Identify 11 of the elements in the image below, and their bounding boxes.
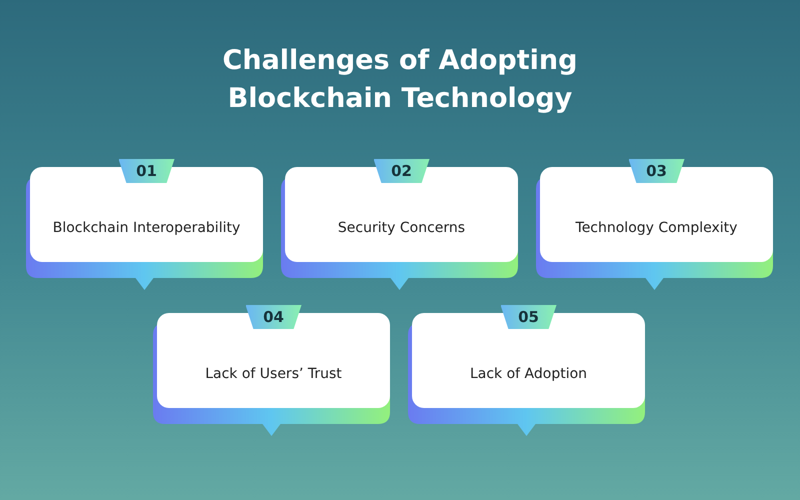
number-badge: 03 — [628, 159, 684, 183]
challenge-label: Blockchain Interoperability — [52, 218, 240, 238]
challenge-label: Lack of Adoption — [470, 364, 588, 384]
number-badge: 05 — [500, 305, 556, 329]
challenge-label: Security Concerns — [338, 218, 466, 238]
title: Challenges of Adopting Blockchain Technology — [222, 44, 578, 116]
number-badge: 04 — [246, 305, 302, 329]
number-badge: 02 — [374, 159, 430, 183]
challenge-label: Lack of Users’ Trust — [205, 364, 342, 384]
number-badge: 01 — [118, 159, 174, 183]
challenge-label: Technology Complexity — [576, 218, 738, 238]
